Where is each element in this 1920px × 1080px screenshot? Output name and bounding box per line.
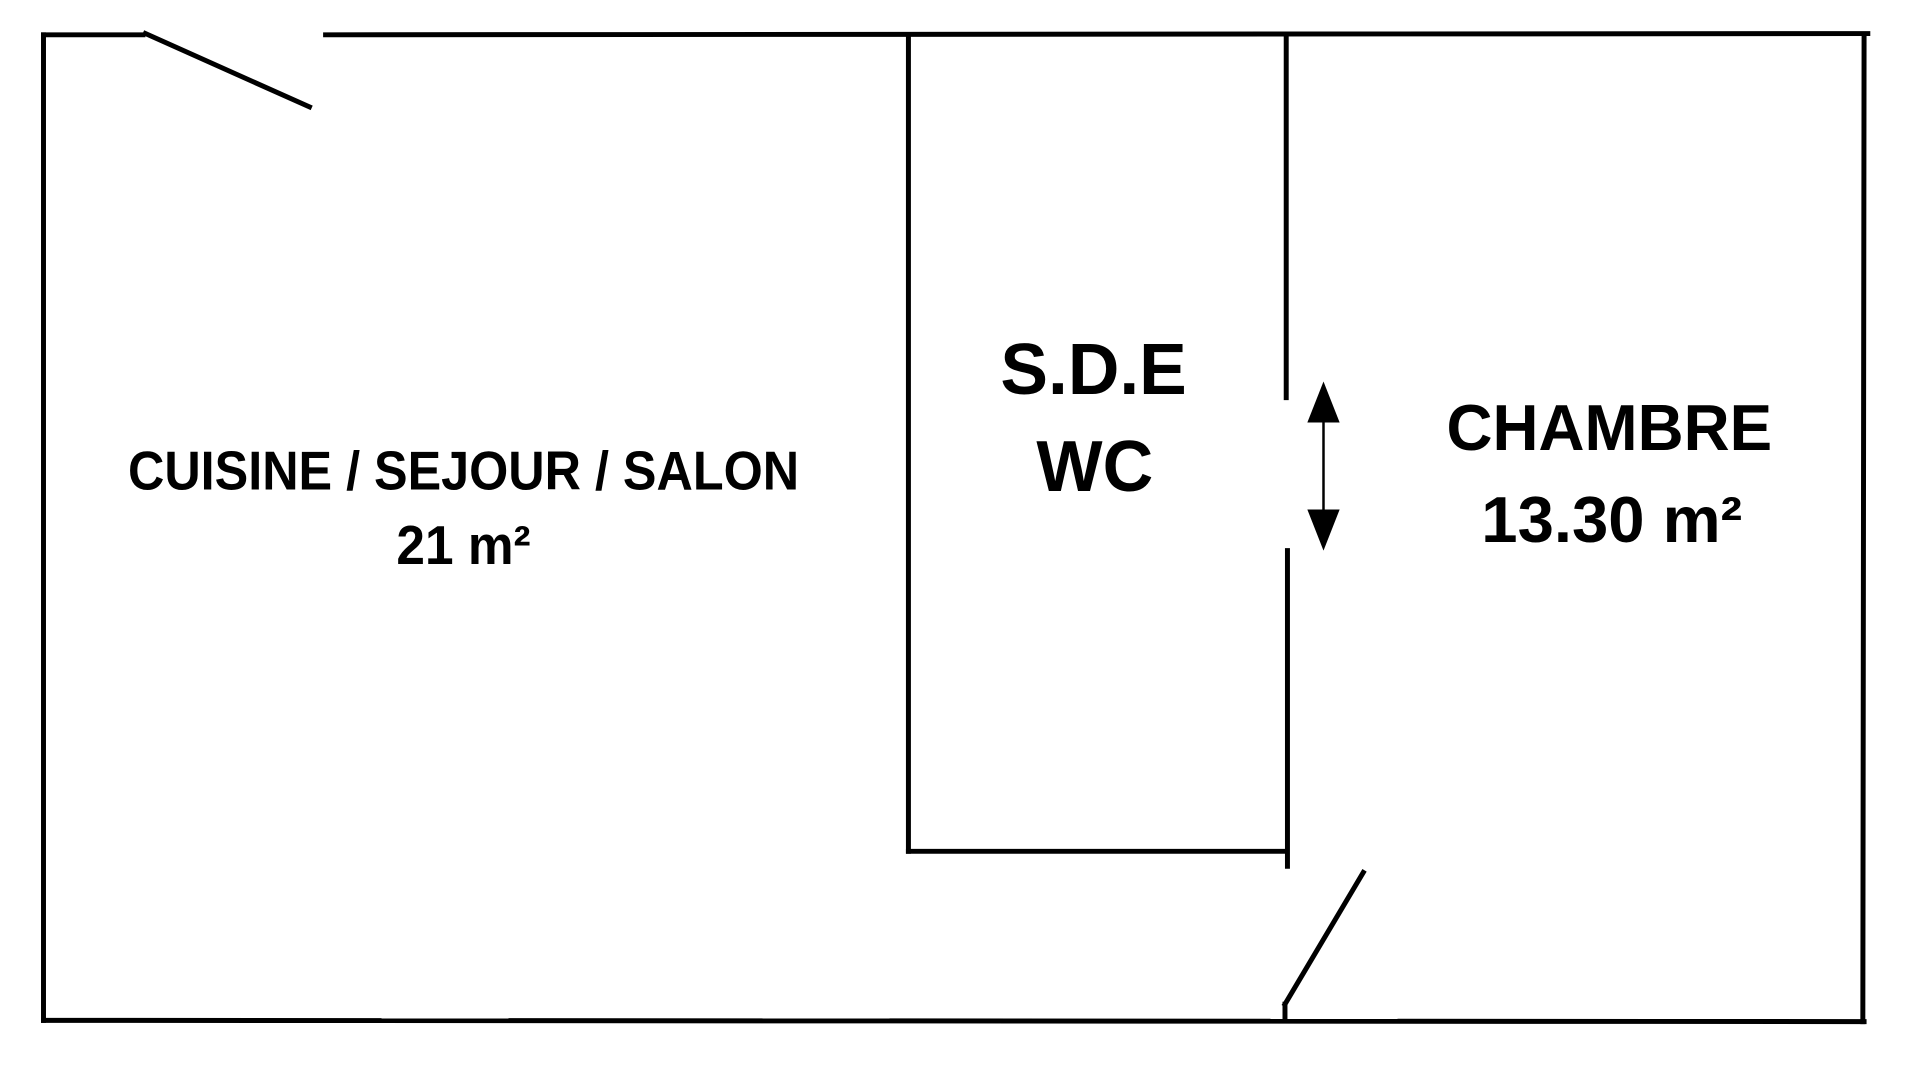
wall-top <box>323 31 1871 38</box>
bedroom-door <box>1281 869 1367 1008</box>
double-arrow-icon <box>1307 381 1340 551</box>
room-name-bedroom: CHAMBRE <box>1447 392 1773 464</box>
entrance-door <box>142 30 313 111</box>
bathroom-walls <box>905 32 1290 1023</box>
room-name-bathroom: S.D.E <box>1000 330 1186 410</box>
room-name-living: CUISINE / SEJOUR / SALON <box>128 440 799 502</box>
room-area-bedroom: 13.30 m² <box>1481 484 1742 556</box>
outer-walls <box>41 31 1871 1025</box>
wall-right <box>1860 32 1867 1025</box>
room-name-wc: WC <box>1036 427 1153 507</box>
wall-bottom <box>41 1017 1867 1025</box>
room-area-living: 21 m² <box>396 514 530 576</box>
